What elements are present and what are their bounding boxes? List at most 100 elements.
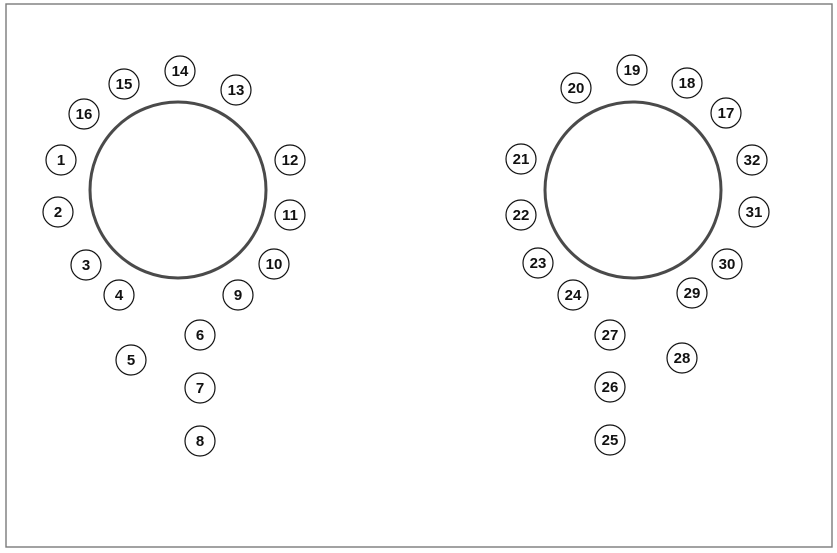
seat-22: 22 — [505, 199, 537, 231]
seat-circle — [220, 74, 252, 106]
seat-number-label: 3 — [82, 257, 90, 274]
right-round-table — [543, 100, 723, 280]
seat-number-label: 8 — [196, 433, 204, 450]
seat-17: 17 — [710, 97, 742, 129]
seat-number-label: 23 — [530, 255, 547, 272]
seat-circle — [560, 72, 592, 104]
seat-circle — [108, 68, 140, 100]
seat-circle — [184, 319, 216, 351]
seat-circle — [115, 344, 147, 376]
seat-number-label: 1 — [57, 152, 65, 169]
seat-number-label: 21 — [513, 151, 530, 168]
seat-circle — [594, 371, 626, 403]
seat-circle — [70, 249, 102, 281]
seat-number-label: 17 — [718, 105, 735, 122]
seat-number-label: 9 — [234, 287, 242, 304]
seat-circle — [594, 424, 626, 456]
seat-number-label: 28 — [674, 350, 691, 367]
seat-11: 11 — [274, 199, 306, 231]
seat-24: 24 — [557, 279, 589, 311]
seat-circle — [184, 372, 216, 404]
seat-circle — [522, 247, 554, 279]
seat-circle — [738, 196, 770, 228]
seat-number-label: 4 — [115, 287, 124, 304]
seat-circle — [68, 98, 100, 130]
seat-25: 25 — [594, 424, 626, 456]
seat-6: 6 — [184, 319, 216, 351]
seat-number-label: 10 — [266, 256, 283, 273]
seat-circle — [671, 67, 703, 99]
seat-number-label: 18 — [679, 75, 696, 92]
seat-number-label: 26 — [602, 379, 619, 396]
seat-number-label: 16 — [76, 106, 93, 123]
seat-number-label: 2 — [54, 204, 62, 221]
seat-26: 26 — [594, 371, 626, 403]
seat-circle — [42, 196, 74, 228]
seat-13: 13 — [220, 74, 252, 106]
seat-number-label: 27 — [602, 327, 619, 344]
seat-circle — [103, 279, 135, 311]
seat-29: 29 — [676, 277, 708, 309]
seat-number-label: 30 — [719, 256, 736, 273]
seat-31: 31 — [738, 196, 770, 228]
seat-number-label: 5 — [127, 352, 135, 369]
seat-circle — [164, 55, 196, 87]
seat-number-label: 6 — [196, 327, 204, 344]
seat-circle — [557, 279, 589, 311]
seat-circle — [594, 319, 626, 351]
seat-32: 32 — [736, 144, 768, 176]
seat-10: 10 — [258, 248, 290, 280]
seat-number-label: 32 — [744, 152, 761, 169]
seat-number-label: 31 — [746, 204, 763, 221]
seat-16: 16 — [68, 98, 100, 130]
left-round-table — [88, 100, 268, 280]
seat-number-label: 14 — [172, 63, 189, 80]
seat-circle — [676, 277, 708, 309]
seat-circle — [736, 144, 768, 176]
seat-7: 7 — [184, 372, 216, 404]
seat-28: 28 — [666, 342, 698, 374]
seat-number-label: 19 — [624, 62, 641, 79]
seat-30: 30 — [711, 248, 743, 280]
seat-number-label: 22 — [513, 207, 530, 224]
seat-9: 9 — [222, 279, 254, 311]
seat-circle — [666, 342, 698, 374]
seat-5: 5 — [115, 344, 147, 376]
seat-14: 14 — [164, 55, 196, 87]
seat-circle — [45, 144, 77, 176]
seat-12: 12 — [274, 144, 306, 176]
seat-number-label: 29 — [684, 285, 701, 302]
seat-19: 19 — [616, 54, 648, 86]
seat-8: 8 — [184, 425, 216, 457]
seat-number-label: 13 — [228, 82, 245, 99]
seat-3: 3 — [70, 249, 102, 281]
seat-number-label: 15 — [116, 76, 133, 93]
frame-border — [5, 3, 833, 548]
seat-4: 4 — [103, 279, 135, 311]
seat-18: 18 — [671, 67, 703, 99]
seat-number-label: 11 — [282, 207, 298, 224]
seat-circle — [222, 279, 254, 311]
seat-circle — [710, 97, 742, 129]
seat-2: 2 — [42, 196, 74, 228]
seat-15: 15 — [108, 68, 140, 100]
seat-circle — [258, 248, 290, 280]
seat-1: 1 — [45, 144, 77, 176]
seat-circle — [505, 199, 537, 231]
seat-circle — [274, 144, 306, 176]
seat-number-label: 7 — [196, 380, 204, 397]
seat-circle — [184, 425, 216, 457]
seat-23: 23 — [522, 247, 554, 279]
seat-number-label: 12 — [282, 152, 299, 169]
seat-number-label: 20 — [568, 80, 585, 97]
seat-27: 27 — [594, 319, 626, 351]
seat-circle — [274, 199, 306, 231]
seat-circle — [711, 248, 743, 280]
seat-circle — [616, 54, 648, 86]
seat-number-label: 24 — [565, 287, 582, 304]
seat-number-label: 25 — [602, 432, 619, 449]
seat-21: 21 — [505, 143, 537, 175]
